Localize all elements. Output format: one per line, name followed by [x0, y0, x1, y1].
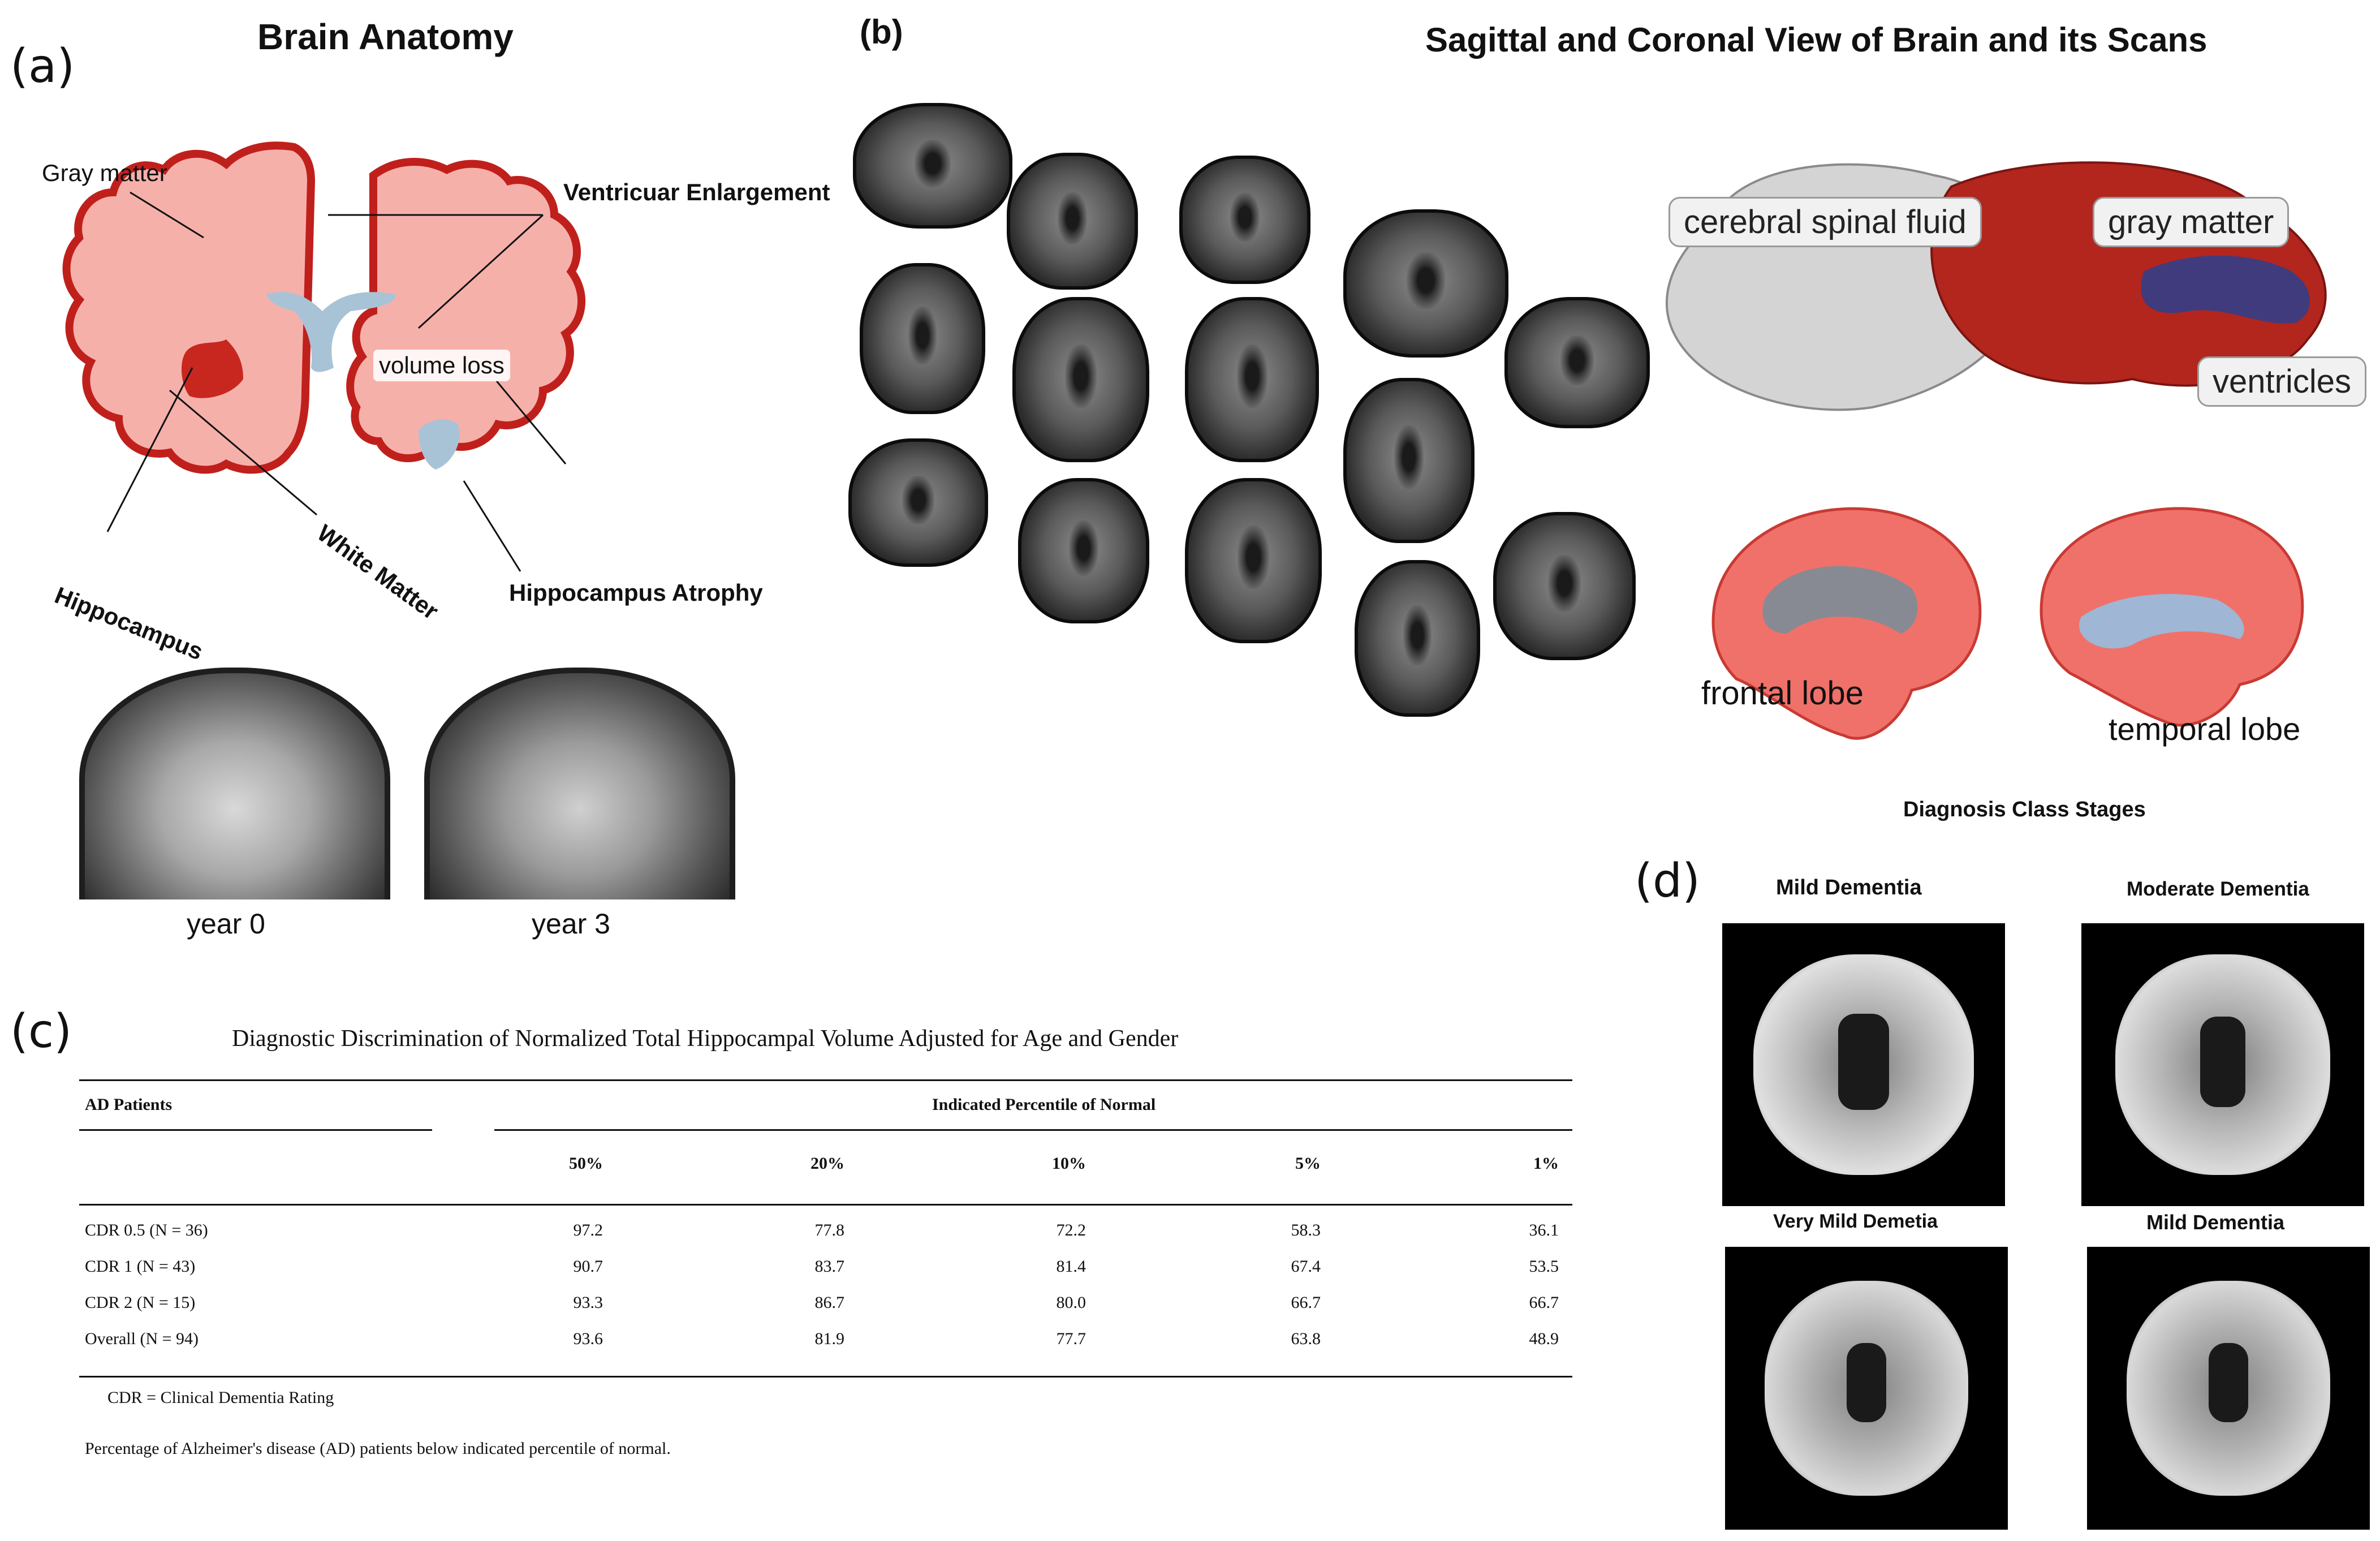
brain-3d-render [1666, 161, 2327, 411]
sagittal-lobes-diagram [1711, 507, 2304, 740]
cell-r3-c5: 66.7 [1529, 1293, 1559, 1312]
mri-scan-9 [1343, 378, 1474, 543]
cell-r3-c3: 80.0 [1056, 1293, 1086, 1312]
table-footnote-cdr: CDR = Clinical Dementia Rating [107, 1388, 334, 1407]
mri-scan-1 [853, 103, 1012, 229]
panel-a-label: (a) [10, 40, 75, 93]
mri-very-mild-dementia [1725, 1247, 2008, 1530]
row-label-2: CDR 1 (N = 43) [85, 1257, 196, 1276]
gray-matter-label: Gray matter [42, 160, 167, 186]
cell-r4-c1: 93.6 [573, 1329, 603, 1348]
header-10: 10% [1052, 1154, 1086, 1173]
mri-scan-14 [1493, 512, 1636, 660]
cell-r1-c2: 77.8 [814, 1221, 845, 1239]
group-rule-left [79, 1129, 432, 1131]
panel-b-title: Sagittal and Coronal View of Brain and i… [1425, 21, 2207, 59]
cell-r3-c4: 66.7 [1291, 1293, 1321, 1312]
col-group-percentile: Indicated Percentile of Normal [932, 1095, 1156, 1114]
col-group-ad-patients: AD Patients [85, 1095, 173, 1114]
mri-scan-10 [848, 438, 988, 567]
mri-mild-dementia-2 [2087, 1247, 2370, 1530]
mri-mild-dementia-1 [1722, 923, 2005, 1206]
header-rule [79, 1204, 1572, 1206]
cell-r3-c1: 93.3 [573, 1293, 603, 1312]
mri-scan-12 [1185, 478, 1322, 643]
year0-label: year 0 [187, 908, 265, 940]
mri-scan-8 [1504, 297, 1650, 428]
mri-scan-2 [1007, 153, 1138, 290]
table-top-rule [79, 1079, 1572, 1081]
hippocampus-atrophy-label: Hippocampus Atrophy [509, 579, 763, 606]
mri-scan-4 [1343, 209, 1508, 358]
cell-r1-c3: 72.2 [1056, 1221, 1086, 1239]
gray-matter-3d-label: gray matter [2093, 197, 2290, 247]
stage-title-4: Mild Dementia [2146, 1211, 2285, 1234]
row-label-4: Overall (N = 94) [85, 1329, 199, 1348]
mri-year0-image [79, 668, 390, 899]
year3-label: year 3 [532, 908, 610, 940]
panel-b-label: (b) [860, 13, 903, 51]
cell-r4-c5: 48.9 [1529, 1329, 1559, 1348]
mri-scan-13 [1355, 560, 1480, 717]
temporal-lobe-label: temporal lobe [2109, 711, 2301, 747]
atrophy-shape [419, 419, 460, 470]
mri-scan-7 [1185, 297, 1319, 462]
cell-r3-c2: 86.7 [814, 1293, 845, 1312]
panel-d-title: Diagnosis Class Stages [1903, 798, 2146, 821]
cell-r4-c2: 81.9 [814, 1329, 845, 1348]
panel-d-label: (d) [1635, 854, 1701, 908]
stage-title-3: Very Mild Demetia [1773, 1211, 1938, 1232]
cell-r4-c4: 63.8 [1291, 1329, 1321, 1348]
cell-r1-c1: 97.2 [573, 1221, 603, 1239]
table-bottom-rule [79, 1376, 1572, 1378]
left-hemisphere [62, 141, 316, 474]
cell-r2-c2: 83.7 [814, 1257, 845, 1276]
hippocampus-label: Hippocampus [51, 582, 207, 665]
header-20: 20% [810, 1154, 844, 1173]
panel-c-label: (c) [10, 1005, 72, 1058]
right-hemisphere [346, 158, 586, 462]
mri-year3-image [424, 668, 735, 899]
mri-scan-6 [1012, 297, 1149, 462]
cell-r2-c5: 53.5 [1529, 1257, 1559, 1276]
panel-a-title: Brain Anatomy [257, 16, 514, 57]
cell-r4-c3: 77.7 [1056, 1329, 1086, 1348]
ventricles-label: ventricles [2197, 356, 2366, 407]
header-50: 50% [569, 1154, 603, 1173]
table-footnote-percentage: Percentage of Alzheimer's disease (AD) p… [85, 1439, 671, 1458]
cell-r1-c5: 36.1 [1529, 1221, 1559, 1239]
cell-r2-c4: 67.4 [1291, 1257, 1321, 1276]
cell-r1-c4: 58.3 [1291, 1221, 1321, 1239]
mri-moderate-dementia [2081, 923, 2364, 1206]
mri-scan-5 [860, 263, 985, 414]
volume-loss-label: volume loss [373, 350, 510, 381]
cell-r2-c1: 90.7 [573, 1257, 603, 1276]
mri-scan-11 [1018, 478, 1149, 623]
ventricular-enlargement-label: Ventricuar Enlargement [563, 179, 830, 205]
csf-label: cerebral spinal fluid [1668, 197, 1982, 247]
row-label-3: CDR 2 (N = 15) [85, 1293, 196, 1312]
brain-coronal-diagram [62, 141, 586, 572]
table-title: Diagnostic Discrimination of Normalized … [232, 1026, 1179, 1052]
cell-r2-c3: 81.4 [1056, 1257, 1086, 1276]
stage-title-2: Moderate Dementia [2127, 878, 2309, 900]
frontal-lobe-label: frontal lobe [1701, 675, 1864, 712]
ventricle-shape [266, 292, 396, 372]
stage-title-1: Mild Dementia [1776, 876, 1922, 899]
mri-scan-3 [1179, 156, 1310, 284]
group-rule-right [494, 1129, 1572, 1131]
header-1: 1% [1533, 1154, 1559, 1173]
row-label-1: CDR 0.5 (N = 36) [85, 1221, 208, 1239]
hippocampus-shape [181, 339, 243, 398]
header-5: 5% [1295, 1154, 1321, 1173]
